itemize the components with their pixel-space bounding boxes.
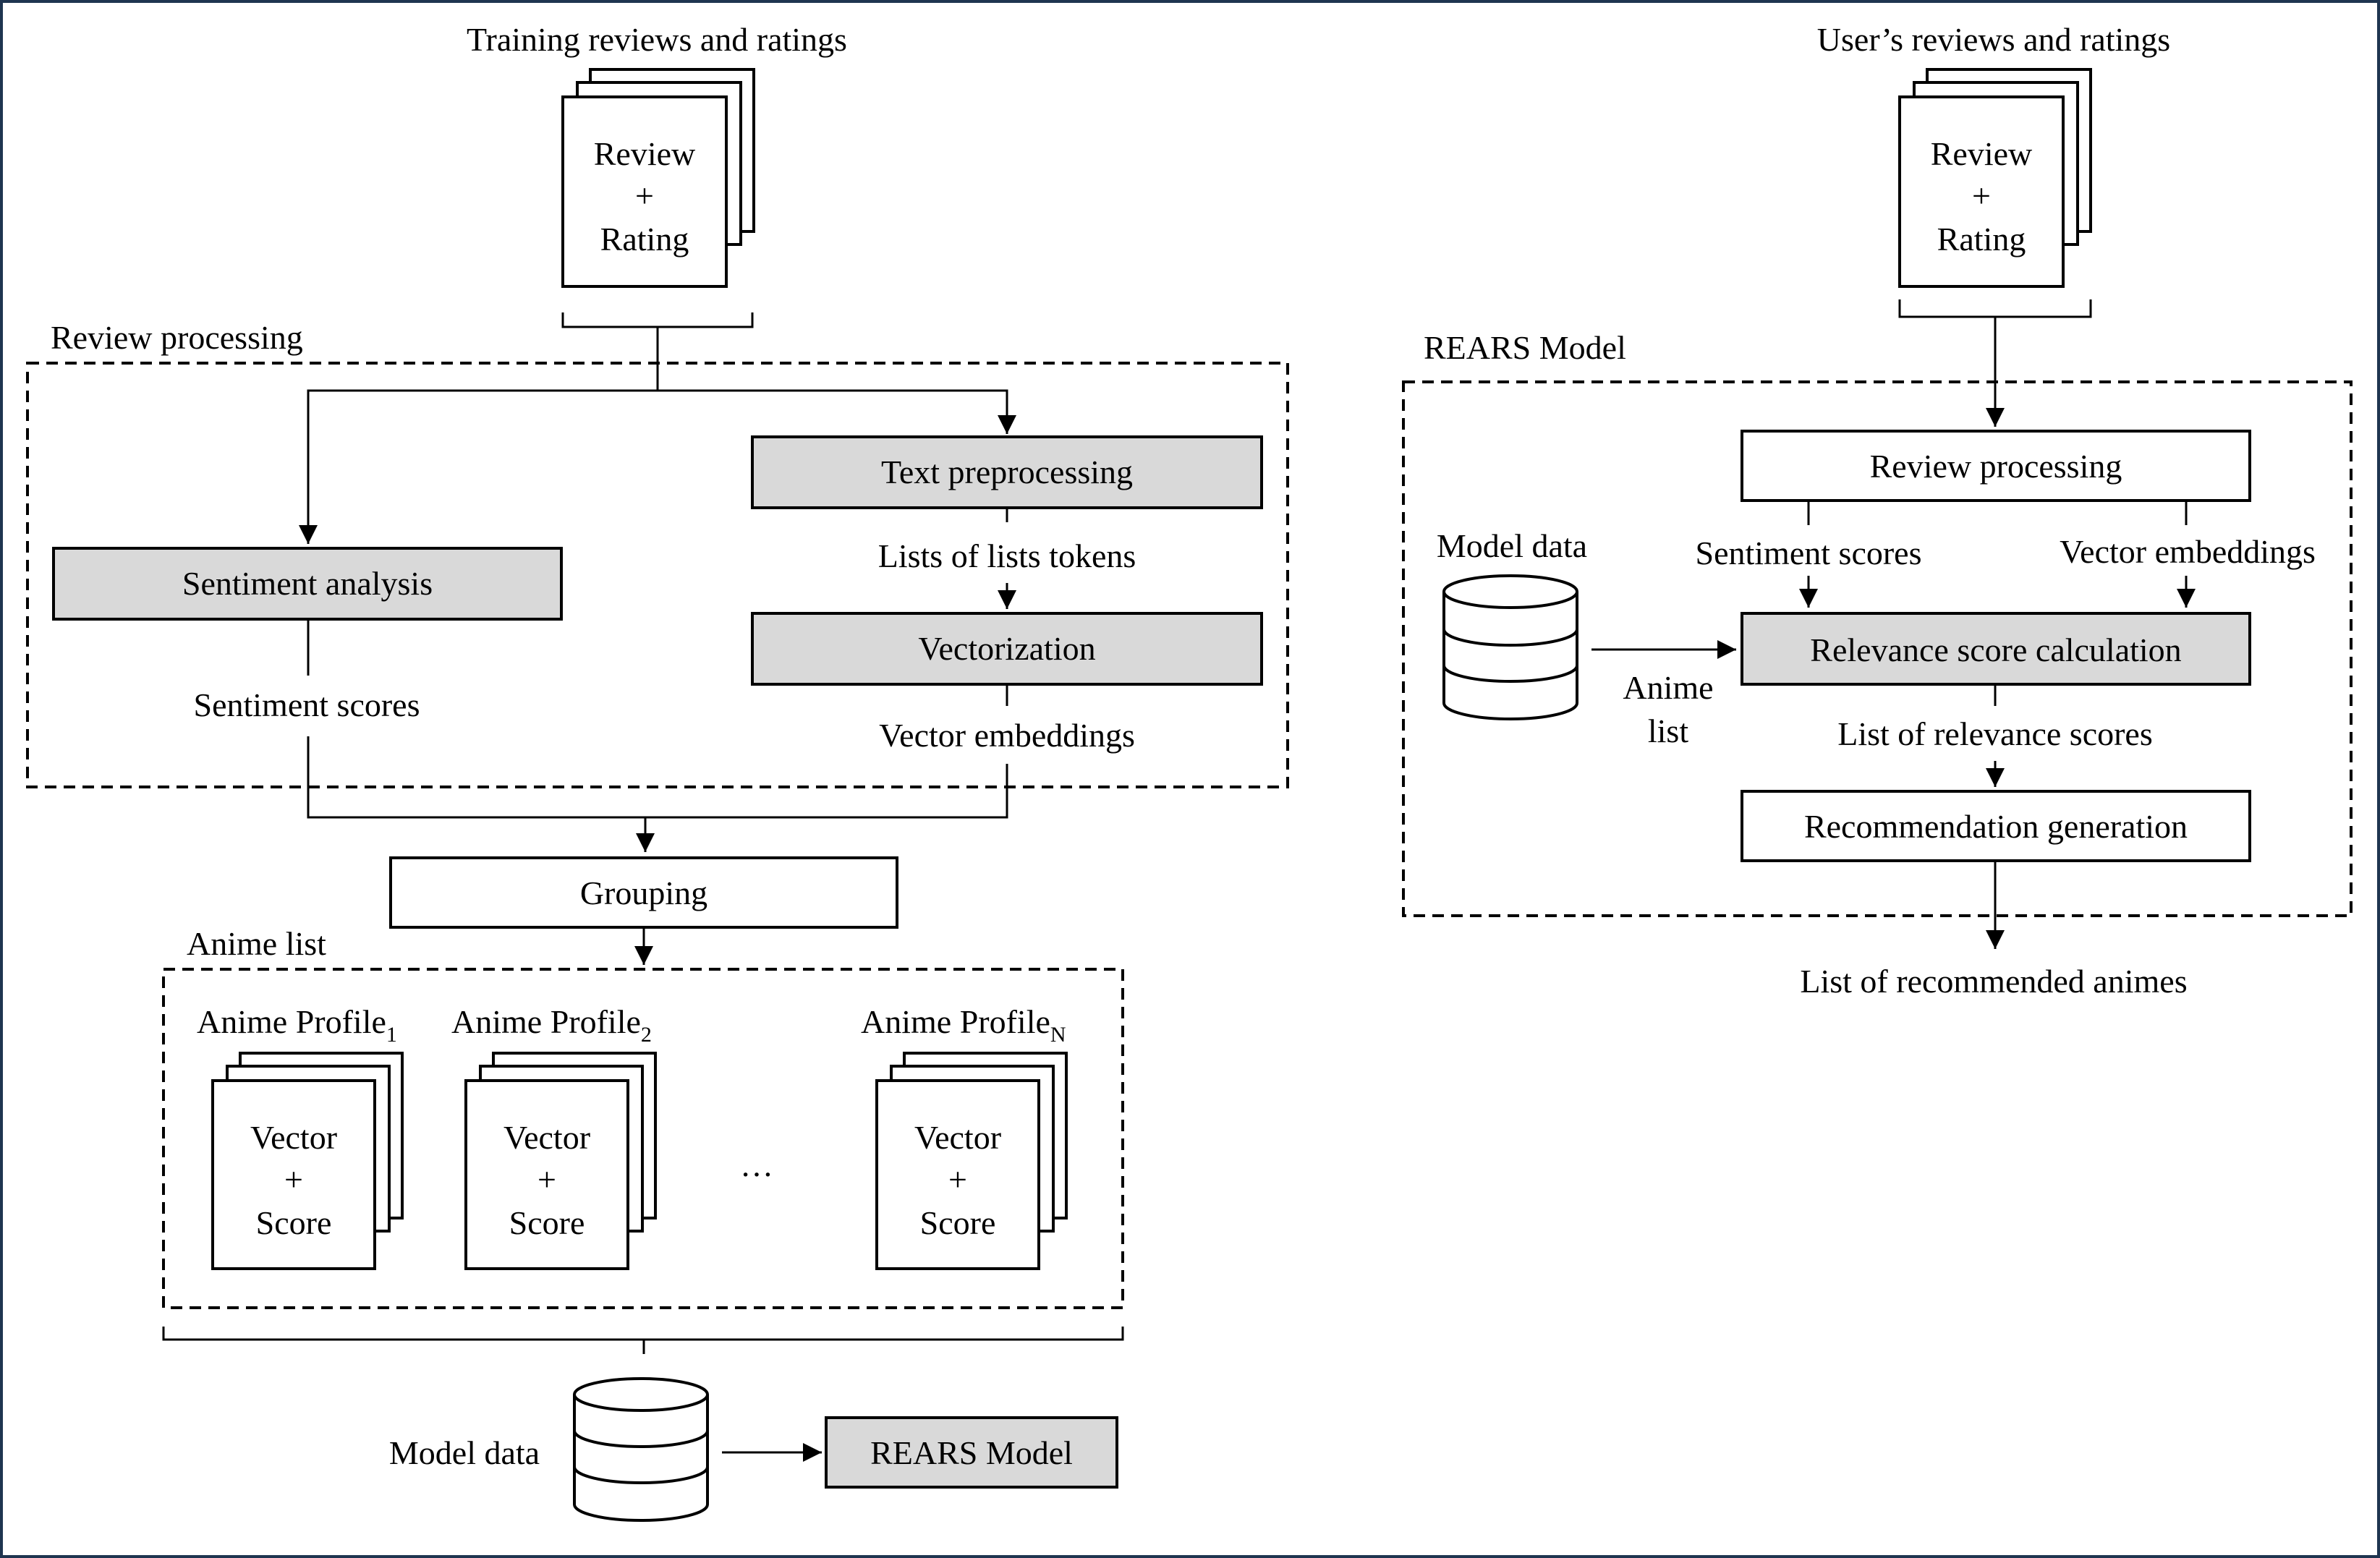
- profile-1-title: Anime Profile1: [197, 1003, 397, 1047]
- svg-text:+: +: [1972, 177, 1991, 214]
- rears-model-box: [825, 1416, 1118, 1489]
- profiles-ellipsis: …: [740, 1146, 773, 1183]
- svg-text:+: +: [284, 1161, 303, 1198]
- edge-input-to-sentiment: [299, 344, 659, 544]
- right-model-data-label: Model data: [1437, 527, 1587, 564]
- relevance-list-label: List of relevance scores: [1837, 715, 2153, 752]
- anime-list-group: [162, 968, 1124, 1309]
- text-preprocessing-label: Text preprocessing: [881, 454, 1133, 490]
- edge-input-to-preprocessing: [658, 389, 1016, 434]
- sentiment-analysis-label: Sentiment analysis: [182, 565, 433, 602]
- right-sentiment-scores-label: Sentiment scores: [1696, 535, 1922, 571]
- review-processing-label: Review processing: [51, 319, 303, 356]
- svg-text:Rating: Rating: [1937, 221, 2026, 257]
- svg-text:+: +: [537, 1161, 556, 1198]
- left-database-icon: [573, 1377, 709, 1522]
- svg-text:Vector: Vector: [914, 1119, 1001, 1156]
- anime-list-edge-label-1: Anime: [1623, 669, 1713, 706]
- text-preprocessing-box: [751, 435, 1263, 509]
- svg-text:Vector: Vector: [250, 1119, 337, 1156]
- svg-text:Vector: Vector: [503, 1119, 590, 1156]
- rears-model-group-label: REARS Model: [1424, 329, 1626, 366]
- output-label: List of recommended animes: [1800, 963, 2187, 1000]
- right-input-title: User’s reviews and ratings: [1817, 21, 2170, 58]
- vectorization-label: Vectorization: [918, 630, 1095, 667]
- recommendation-generation-label: Recommendation generation: [1804, 808, 2188, 845]
- profile-1-document-stack: Vector + Score: [211, 1052, 404, 1270]
- right-input-document-stack: Review + Rating: [1898, 68, 2092, 288]
- left-doc-line-2: +: [635, 177, 654, 214]
- relevance-calculation-label: Relevance score calculation: [1810, 631, 2181, 668]
- svg-text:Score: Score: [920, 1204, 996, 1241]
- anime-list-brace: [162, 1327, 1124, 1354]
- svg-text:Score: Score: [509, 1204, 585, 1241]
- grouping-box: [389, 856, 898, 929]
- left-input-document-stack: Review + Rating: [561, 68, 755, 288]
- left-sentiment-scores-label: Sentiment scores: [194, 686, 420, 723]
- svg-text:Review: Review: [1931, 135, 2033, 172]
- profile-2-document-stack: Vector + Score: [464, 1052, 657, 1270]
- anime-list-label: Anime list: [187, 925, 326, 962]
- recommendation-generation-box: [1741, 790, 2251, 862]
- tokens-label: Lists of lists tokens: [878, 537, 1136, 574]
- rears-model-box-label: REARS Model: [870, 1434, 1073, 1471]
- edge-embeddings-to-grouping: [636, 764, 1008, 852]
- right-review-processing-box: [1741, 430, 2251, 502]
- profile-2-title: Anime Profile2: [451, 1003, 652, 1047]
- left-input-brace: [561, 312, 754, 344]
- left-model-data-label: Model data: [389, 1434, 540, 1471]
- edge-user-input-to-review-processing: [1898, 299, 2092, 427]
- right-vector-embeddings-label: Vector embeddings: [2060, 533, 2316, 570]
- right-database-icon: [1442, 574, 1578, 720]
- anime-list-edge-label-2: list: [1648, 712, 1688, 749]
- left-vector-embeddings-label: Vector embeddings: [879, 717, 1135, 754]
- left-doc-line-1: Review: [594, 135, 696, 172]
- svg-text:+: +: [948, 1161, 967, 1198]
- left-doc-line-3: Rating: [600, 221, 689, 257]
- vectorization-box: [751, 612, 1263, 686]
- sentiment-analysis-box: [52, 547, 563, 621]
- svg-text:Score: Score: [256, 1204, 332, 1241]
- grouping-label: Grouping: [580, 874, 707, 911]
- rears-model-group: [1402, 380, 2353, 917]
- profile-n-title: Anime ProfileN: [861, 1003, 1066, 1047]
- right-review-processing-label: Review processing: [1870, 448, 2122, 485]
- profile-n-document-stack: Vector + Score: [875, 1052, 1068, 1270]
- left-input-title: Training reviews and ratings: [467, 21, 847, 58]
